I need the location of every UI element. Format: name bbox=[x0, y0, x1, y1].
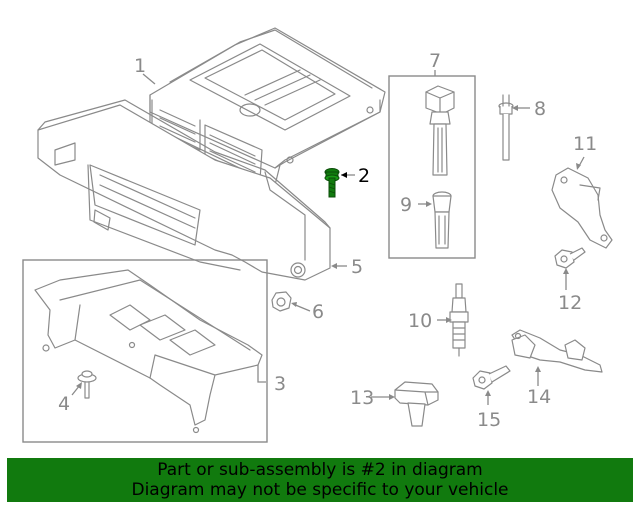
callout-7: 7 bbox=[429, 50, 441, 72]
part-7-group-box bbox=[388, 75, 476, 259]
callout-11: 11 bbox=[573, 133, 597, 155]
callout-4: 4 bbox=[58, 393, 70, 415]
callout-6: 6 bbox=[312, 301, 324, 323]
callout-5: 5 bbox=[351, 256, 363, 278]
part-3-group-box bbox=[22, 259, 268, 443]
part-10-spark-plug[interactable] bbox=[449, 283, 469, 357]
callout-1: 1 bbox=[134, 55, 146, 77]
callout-9: 9 bbox=[400, 194, 412, 216]
part-6-nut[interactable] bbox=[271, 291, 292, 312]
part-12-bolt[interactable] bbox=[554, 247, 586, 269]
part-13-mount[interactable] bbox=[394, 381, 439, 427]
parts-diagram: 1 2 3 4 5 6 7 8 9 10 11 12 13 14 15 bbox=[22, 27, 613, 443]
leader-lines bbox=[71, 70, 585, 405]
callout-12: 12 bbox=[558, 292, 582, 314]
part-15-bolt[interactable] bbox=[472, 365, 511, 390]
callout-10: 10 bbox=[408, 310, 432, 332]
part-3-shield[interactable] bbox=[34, 269, 263, 434]
part-2-bolt-highlighted[interactable] bbox=[324, 168, 340, 198]
callout-14: 14 bbox=[527, 386, 551, 408]
part-14-harness[interactable] bbox=[511, 329, 603, 373]
part-5-bracket[interactable] bbox=[37, 99, 331, 281]
part-8-stud[interactable] bbox=[498, 94, 514, 161]
part-11-bracket[interactable] bbox=[551, 167, 613, 249]
banner-line-2: Diagram may not be specific to your vehi… bbox=[131, 480, 509, 500]
banner-line-1: Part or sub-assembly is #2 in diagram bbox=[157, 460, 483, 480]
part-4-bolt[interactable] bbox=[77, 370, 97, 399]
callout-3: 3 bbox=[274, 373, 286, 395]
callout-8: 8 bbox=[534, 98, 546, 120]
info-banner: Part or sub-assembly is #2 in diagram Di… bbox=[7, 458, 633, 502]
part-7-ignition-coil[interactable] bbox=[425, 85, 455, 176]
callout-15: 15 bbox=[477, 409, 501, 431]
callout-2: 2 bbox=[358, 165, 370, 187]
part-9-coil-boot[interactable] bbox=[432, 191, 452, 249]
callout-13: 13 bbox=[350, 387, 374, 409]
